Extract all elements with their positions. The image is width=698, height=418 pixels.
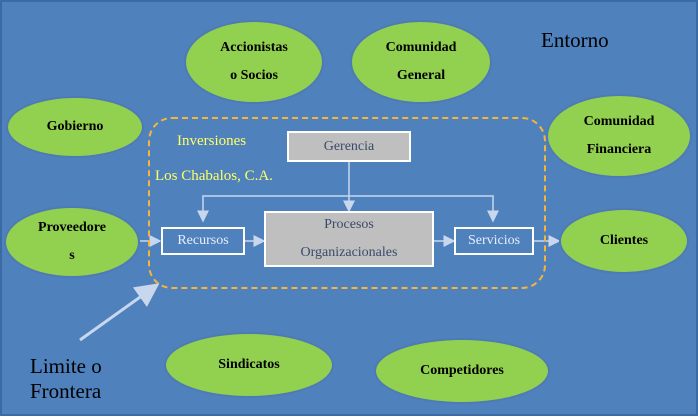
stakeholder-unions: Sindicatos [164, 332, 334, 398]
stakeholder-shareholders: Accionistas o Socios [184, 20, 324, 104]
organization-boundary [148, 117, 546, 289]
organization-name-line1: Inversiones [177, 133, 247, 149]
environment-label: Entorno [541, 28, 609, 52]
arrow-boundary-pointer [79, 283, 160, 342]
process-resources: Recursos [161, 227, 245, 255]
stakeholder-government: Gobierno [6, 96, 144, 158]
process-management: Gerencia [287, 131, 411, 162]
arrow-management-to-services [349, 195, 499, 223]
organization-name-line2: Los Chabalos, C.A. [155, 168, 273, 184]
process-services: Servicios [454, 227, 534, 255]
process-organizational: Procesos Organizacionales [264, 211, 434, 267]
stakeholder-financial-community: Comunidad Financiera [546, 94, 692, 178]
stakeholder-competitors: Competidores [374, 338, 550, 404]
arrow-management-to-resources [197, 195, 349, 223]
stakeholder-clients: Clientes [559, 208, 689, 274]
boundary-label: Limite o Frontera [30, 354, 102, 403]
stakeholder-suppliers: Proveedore s [4, 206, 140, 278]
stakeholder-community: Comunidad General [350, 20, 492, 104]
